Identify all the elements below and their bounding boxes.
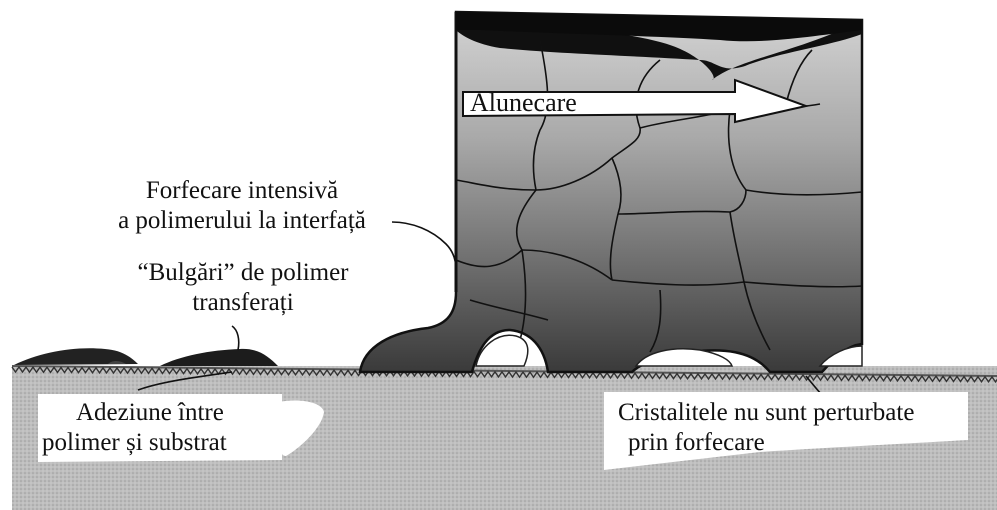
label-forfecare-line1: Forfecare intensivă xyxy=(84,176,400,206)
polymer-block xyxy=(360,12,862,372)
label-adeziune: Adeziune între polimer și substrat xyxy=(42,398,227,458)
label-cristalitele: Cristalitele nu sunt perturbate prin for… xyxy=(618,398,914,458)
transferred-polymer-lumps xyxy=(14,348,278,366)
label-adeziune-line2: polimer și substrat xyxy=(42,428,227,458)
label-bulgari-line2: transferați xyxy=(110,288,376,318)
label-adeziune-line1: Adeziune între xyxy=(42,398,227,428)
label-bulgari-line1: “Bulgări” de polimer xyxy=(110,258,376,288)
leader-forfecare xyxy=(392,222,456,270)
leader-bulgari xyxy=(232,326,239,350)
label-bulgari: “Bulgări” de polimer transferați xyxy=(110,258,376,318)
label-forfecare: Forfecare intensivă a polimerului la int… xyxy=(84,176,400,236)
label-cristalitele-line2: prin forfecare xyxy=(618,428,914,458)
label-cristalitele-line1: Cristalitele nu sunt perturbate xyxy=(618,398,914,428)
label-forfecare-line2: a polimerului la interfață xyxy=(84,206,400,236)
label-alunecare: Alunecare xyxy=(470,88,577,118)
